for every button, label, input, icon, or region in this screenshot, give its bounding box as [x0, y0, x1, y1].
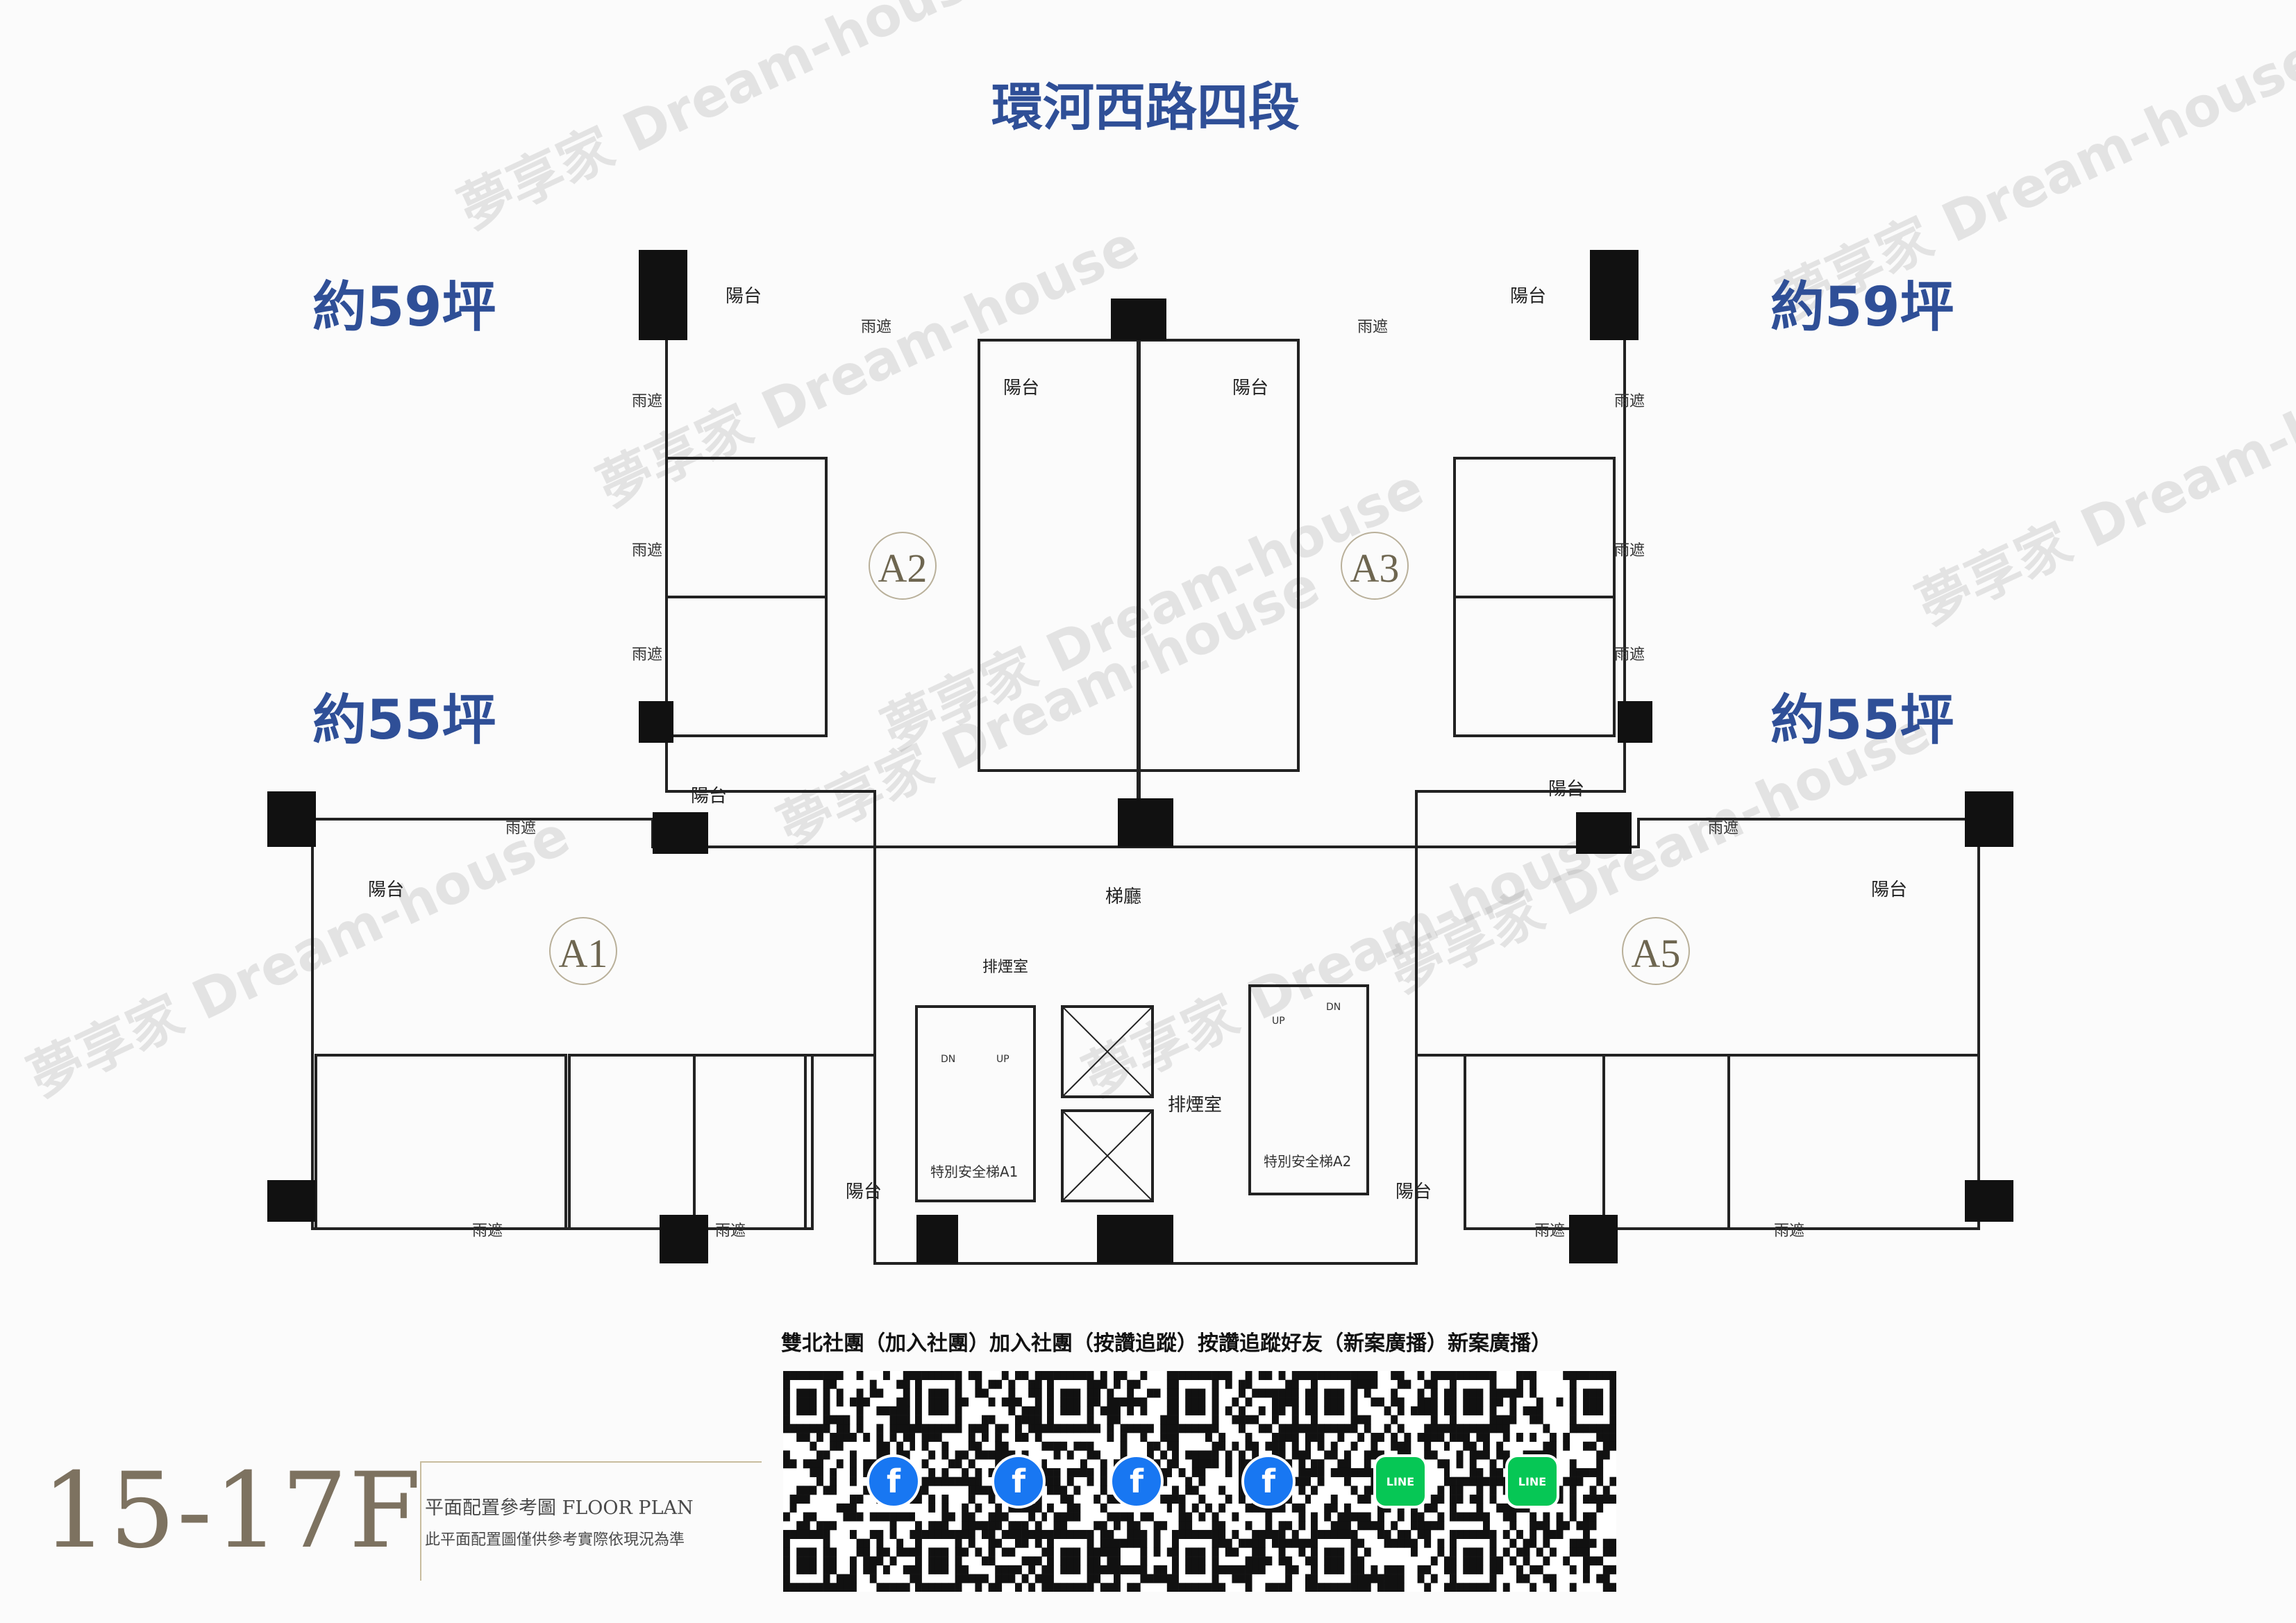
plan-disclaimer: 此平面配置圖僅供參考實際依現況為準 [425, 1531, 685, 1549]
room-a1-bed2 [568, 1054, 696, 1230]
svg-text:特別安全梯A2: 特別安全梯A2 [1264, 1153, 1351, 1170]
svg-text:雨遮: 雨遮 [632, 542, 662, 560]
svg-text:雨遮: 雨遮 [632, 646, 662, 664]
unit-a2: A2 [878, 546, 928, 591]
area-label-top-left: 約59坪 [312, 276, 496, 339]
balcony-label: 陽台 [368, 880, 404, 900]
svg-text:雨遮: 雨遮 [715, 1222, 746, 1240]
svg-text:UP: UP [1272, 1016, 1285, 1027]
street-name: 環河西路四段 [991, 78, 1300, 137]
room-a3-bed2 [1453, 596, 1616, 737]
facebook-icon: f [991, 1454, 1046, 1508]
area-label-mid-left: 約55坪 [312, 689, 496, 752]
elevator-2 [1061, 1109, 1154, 1202]
room-a5-bed1 [1727, 1054, 1980, 1230]
room-a1-bed3 [693, 1054, 814, 1230]
svg-text:雨遮: 雨遮 [1614, 393, 1645, 410]
stair-a1 [915, 1005, 1036, 1202]
svg-text:雨遮: 雨遮 [861, 319, 891, 336]
svg-text:UP: UP [996, 1054, 1009, 1065]
svg-text:DN: DN [941, 1054, 955, 1065]
svg-text:雨遮: 雨遮 [1774, 1222, 1804, 1240]
room-a5-bed2 [1602, 1054, 1730, 1230]
lobby-label: 梯廳 [1105, 886, 1141, 907]
canopy-labels: 雨遮 雨遮 雨遮 雨遮 雨遮 雨遮 雨遮 雨遮 雨遮 雨遮 雨遮 雨遮 雨遮 雨… [472, 319, 1804, 1240]
qr-pattern [783, 1371, 950, 1592]
wall-a3-core [1137, 339, 1300, 772]
balcony-label: 陽台 [1548, 779, 1584, 800]
title-frame [420, 1461, 762, 1581]
smoke-room-label: 排煙室 [982, 959, 1028, 976]
unit-a5: A5 [1632, 931, 1681, 976]
balcony-label: 陽台 [846, 1181, 882, 1202]
elevator-1 [1061, 1005, 1154, 1098]
svg-text:特別安全梯A1: 特別安全梯A1 [930, 1163, 1018, 1180]
facebook-icon: f [866, 1454, 921, 1508]
line-icon: LINE [1373, 1454, 1427, 1508]
balcony-label: 陽台 [691, 786, 727, 807]
wall-a2-core [978, 339, 1140, 772]
room-a5-bed3 [1464, 1054, 1605, 1230]
svg-text:雨遮: 雨遮 [505, 820, 536, 837]
wall-a5-top [1416, 818, 1986, 848]
stair-a2 [1248, 984, 1369, 1195]
floor-plan-walls [305, 339, 1986, 1265]
balcony-label: 陽台 [1003, 378, 1039, 398]
svg-text:雨遮: 雨遮 [632, 393, 662, 410]
facebook-icon: f [1241, 1454, 1296, 1508]
columns [267, 250, 2013, 1263]
area-label-top-right: 約59坪 [1770, 276, 1954, 339]
svg-text:雨遮: 雨遮 [472, 1222, 503, 1240]
balcony-label: 陽台 [726, 286, 762, 307]
room-a2-bed1 [665, 457, 828, 598]
wall-a3-right [1415, 340, 1626, 847]
balcony-label: 陽台 [1232, 378, 1268, 398]
room-labels: 陽台 陽台 陽台 陽台 陽台 陽台 陽台 陽台 陽台 陽台 梯廳 排煙室 排煙室 [368, 286, 1907, 1202]
wall-a2-left [665, 340, 876, 847]
svg-text:雨遮: 雨遮 [1534, 1222, 1565, 1240]
room-a2-bed2 [665, 596, 828, 737]
svg-text:雨遮: 雨遮 [1357, 319, 1388, 336]
balcony-label: 陽台 [1396, 1181, 1432, 1202]
plan-title: 平面配置參考圖 FLOOR PLAN [425, 1497, 694, 1519]
smoke-room-label: 排煙室 [1168, 1095, 1222, 1116]
floor-range-title: 15-17F [42, 1451, 423, 1572]
line-icon: LINE [1505, 1454, 1559, 1508]
svg-text:雨遮: 雨遮 [1614, 542, 1645, 560]
stair-labels: 特別安全梯A1 特別安全梯A2 DN UP UP DN [930, 1002, 1351, 1180]
room-a1-bed1 [315, 1054, 567, 1230]
unit-a1: A1 [559, 931, 608, 976]
qr-heading: 雙北社團（加入社團）加入社團（按讚追蹤）按讚追蹤好友（新案廣播）新案廣播） [781, 1331, 1552, 1356]
facebook-icon: f [1109, 1454, 1164, 1508]
wall-a1-top [305, 818, 875, 848]
balcony-label: 陽台 [1871, 880, 1907, 900]
area-label-mid-right: 約55坪 [1770, 689, 1954, 752]
svg-text:雨遮: 雨遮 [1614, 646, 1645, 664]
svg-text:DN: DN [1326, 1002, 1341, 1013]
room-a3-bed1 [1453, 457, 1616, 598]
unit-a3: A3 [1350, 546, 1400, 591]
qr-code-strip: f f f f LINE LINE [783, 1371, 1644, 1593]
balcony-label: 陽台 [1510, 286, 1546, 307]
unit-circles: A2 A3 A1 A5 [549, 532, 1690, 985]
svg-text:雨遮: 雨遮 [1708, 820, 1738, 837]
